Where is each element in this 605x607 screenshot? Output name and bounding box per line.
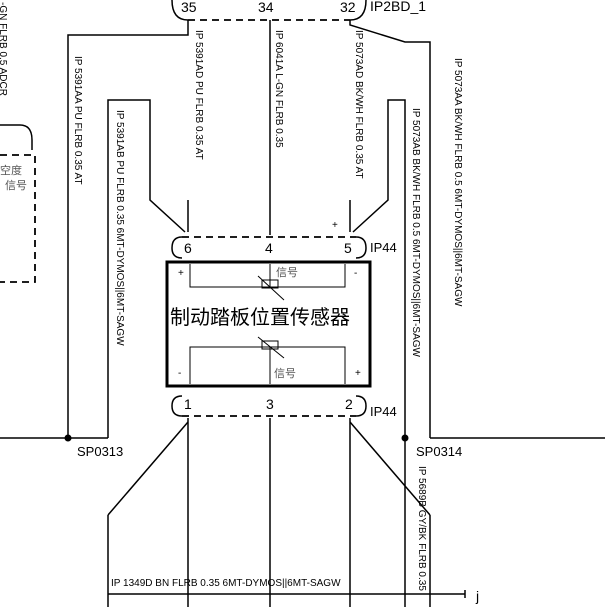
wire-label-left-edge: -GN FLRB 0.5 ADCR <box>0 2 8 96</box>
wire-label-1349D: IP 1349D BN FLRB 0.35 6MT-DYMOS||6MT-SAG… <box>111 578 341 589</box>
sensor-pin-2: 2 <box>345 396 353 412</box>
wire-label-6041A: IP 6041A L-GN FLRB 0.35 <box>273 30 284 148</box>
wire-label-5391AD: IP 5391AD PU FLRB 0.35 AT <box>193 30 204 160</box>
top-pin-32: 32 <box>340 0 356 15</box>
upper-minus: - <box>354 268 357 279</box>
sensor-bottom-connector: 1 3 2 IP44 <box>171 395 397 419</box>
sensor-top-connector-name: IP44 <box>370 240 397 255</box>
sensor-bottom-connector-name: IP44 <box>370 404 397 419</box>
partial-box-line1: 空度 <box>0 163 22 177</box>
sensor-title: 制动踏板位置传感器 <box>170 305 350 329</box>
plus-mark-pin5: + <box>332 220 338 231</box>
splice-sp0313-label: SP0313 <box>77 444 123 459</box>
upper-plus: + <box>178 268 184 279</box>
splice-sp0313: SP0313 <box>64 434 123 459</box>
top-connector-name: IP2BD_1 <box>370 0 426 14</box>
sensor-pin-5: 5 <box>344 240 352 256</box>
lower-minus: - <box>178 368 181 379</box>
sensor-pin-3: 3 <box>266 396 274 412</box>
sensor-pin-6: 6 <box>184 240 192 256</box>
top-pin-35: 35 <box>181 0 197 15</box>
wire-label-5073AD: IP 5073AD BK/WH FLRB 0.35 AT <box>353 30 364 179</box>
lower-wires <box>0 418 605 607</box>
top-pin-34: 34 <box>258 0 274 15</box>
lower-plus: + <box>355 368 361 379</box>
wire-label-5689B: IP 5689B GY/BK FLRB 0.35 <box>416 466 427 591</box>
partial-left-box: 空度 信号 <box>0 124 36 283</box>
wire-label-5391AB: IP 5391AB PU FLRB 0.35 6MT-DYMOS||6MT-SA… <box>114 110 125 346</box>
upper-signal-label: 信号 <box>276 266 298 279</box>
upper-wires <box>67 20 431 438</box>
wire-label-5073AA: IP 5073AA BK/WH FLRB 0.5 6MT-DYMOS||6MT-… <box>452 58 463 307</box>
splice-sp0314-label: SP0314 <box>416 444 462 459</box>
wire-label-5073AB: IP 5073AB BK/WH FLRB 0.5 6MT-DYMOS||6MT-… <box>410 108 421 358</box>
bottom-right-label: j <box>475 588 479 604</box>
sensor-pin-1: 1 <box>184 396 192 412</box>
partial-box-line2: 信号 <box>5 179 27 192</box>
top-connector: 35 34 32 IP2BD_1 <box>171 0 426 21</box>
brake-pedal-position-sensor: 信号 + - 制动踏板位置传感器 信号 - + <box>165 260 372 388</box>
sensor-pin-4: 4 <box>265 240 273 256</box>
splice-sp0314: SP0314 <box>401 434 462 459</box>
sensor-top-connector: 6 4 5 IP44 <box>171 236 397 259</box>
wire-label-5391AA: IP 5391AA PU FLRB 0.35 AT <box>72 56 83 185</box>
lower-signal-label: 信号 <box>274 367 296 380</box>
